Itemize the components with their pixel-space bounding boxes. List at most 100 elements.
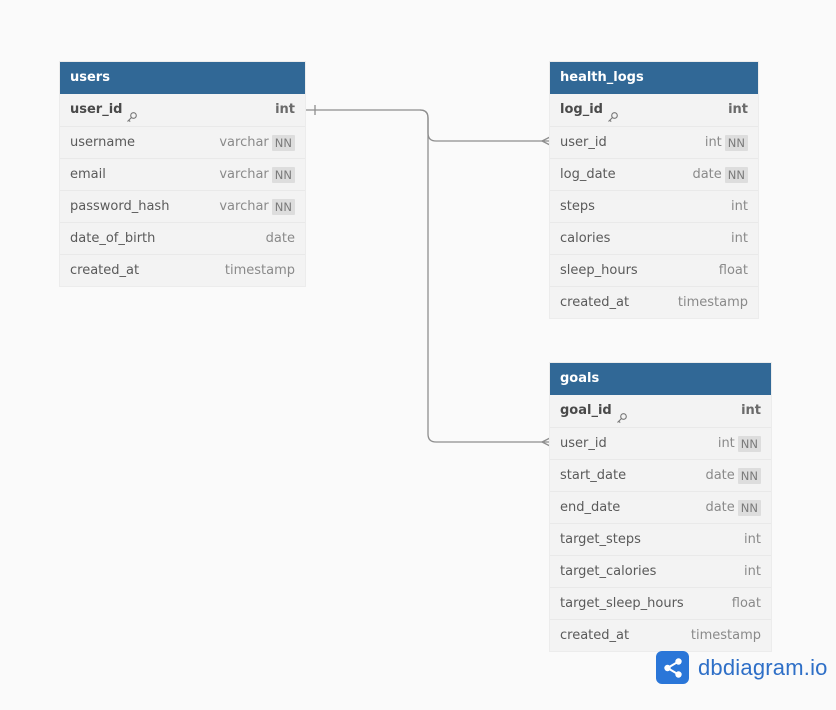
column-type-group: date bbox=[266, 223, 295, 255]
not-null-badge: NN bbox=[737, 467, 761, 484]
brand-name: dbdiagram.io bbox=[698, 654, 828, 680]
column-row[interactable]: date_of_birth date bbox=[60, 222, 305, 254]
column-name-group: calories bbox=[560, 223, 610, 255]
column-name: created_at bbox=[70, 262, 140, 278]
column-name: log_id bbox=[560, 102, 603, 117]
column-name-group: username bbox=[70, 127, 135, 159]
column-type: date bbox=[705, 499, 735, 515]
column-name: user_id bbox=[70, 102, 123, 117]
column-type-group: int bbox=[731, 223, 748, 255]
column-type: int bbox=[275, 102, 295, 117]
column-name-group: sleep_hours bbox=[560, 255, 638, 287]
brand-watermark[interactable]: dbdiagram.io bbox=[656, 651, 828, 684]
column-type: int bbox=[731, 230, 748, 246]
column-name: date_of_birth bbox=[70, 230, 156, 246]
column-name-group: target_calories bbox=[560, 556, 656, 588]
column-row[interactable]: created_at timestamp bbox=[60, 254, 305, 286]
column-name-group: start_date bbox=[560, 460, 626, 492]
column-name-group: end_date bbox=[560, 492, 620, 524]
not-null-badge: NN bbox=[271, 198, 295, 215]
column-name: created_at bbox=[560, 627, 630, 643]
column-name-group: created_at bbox=[560, 287, 629, 319]
column-name: created_at bbox=[560, 294, 630, 310]
column-name-group: user_id bbox=[560, 127, 607, 159]
column-type-group: int bbox=[744, 556, 761, 588]
column-row[interactable]: created_at timestamp bbox=[550, 286, 758, 318]
column-type: date bbox=[265, 230, 295, 246]
column-type-group: int bbox=[741, 395, 761, 427]
table-header-goals[interactable]: goals bbox=[550, 363, 771, 395]
column-row[interactable]: user_id int bbox=[60, 94, 305, 126]
column-row[interactable]: goal_id int bbox=[550, 395, 771, 427]
many-marker-health-logs bbox=[540, 136, 551, 146]
column-name-group: log_date bbox=[560, 159, 616, 191]
column-name: start_date bbox=[560, 467, 627, 483]
column-row[interactable]: log_id int bbox=[550, 94, 758, 126]
column-type: date bbox=[705, 467, 735, 483]
column-type-group: int bbox=[731, 191, 748, 223]
table-header-users[interactable]: users bbox=[60, 62, 305, 94]
column-type: varchar bbox=[219, 166, 269, 182]
column-row[interactable]: sleep_hours float bbox=[550, 254, 758, 286]
column-name: target_calories bbox=[560, 563, 657, 579]
key-icon bbox=[616, 405, 628, 423]
column-type: int bbox=[744, 531, 761, 547]
relation-line-users-goals[interactable] bbox=[419, 109, 550, 443]
column-name-group: created_at bbox=[560, 620, 629, 652]
key-icon bbox=[126, 104, 138, 122]
column-type: varchar bbox=[219, 134, 269, 150]
column-type-group: float bbox=[732, 588, 761, 620]
column-name: password_hash bbox=[70, 198, 170, 214]
column-type: float bbox=[718, 262, 748, 278]
column-type: int bbox=[741, 403, 761, 418]
column-type-group: timestamp bbox=[678, 287, 748, 319]
column-name-group: goal_id bbox=[560, 395, 628, 427]
column-type-group: int bbox=[275, 94, 295, 126]
column-name: end_date bbox=[560, 499, 621, 515]
many-marker-goals bbox=[540, 437, 551, 447]
column-row[interactable]: target_calories int bbox=[550, 555, 771, 587]
column-name: log_date bbox=[560, 166, 616, 182]
column-name: user_id bbox=[560, 435, 607, 451]
column-name-group: user_id bbox=[70, 94, 138, 126]
column-name: target_steps bbox=[560, 531, 641, 547]
column-name-group: password_hash bbox=[70, 191, 169, 223]
column-type-group: int bbox=[728, 94, 748, 126]
column-name-group: created_at bbox=[70, 255, 139, 287]
column-type-group: timestamp bbox=[225, 255, 295, 287]
column-type: date bbox=[692, 166, 722, 182]
column-row[interactable]: calories int bbox=[550, 222, 758, 254]
column-name: calories bbox=[560, 230, 611, 246]
not-null-badge: NN bbox=[724, 134, 748, 151]
key-icon bbox=[607, 104, 619, 122]
column-type-group: float bbox=[719, 255, 748, 287]
column-row[interactable]: target_steps int bbox=[550, 523, 771, 555]
column-type: int bbox=[704, 134, 722, 150]
table-header-health-logs[interactable]: health_logs bbox=[550, 62, 758, 94]
